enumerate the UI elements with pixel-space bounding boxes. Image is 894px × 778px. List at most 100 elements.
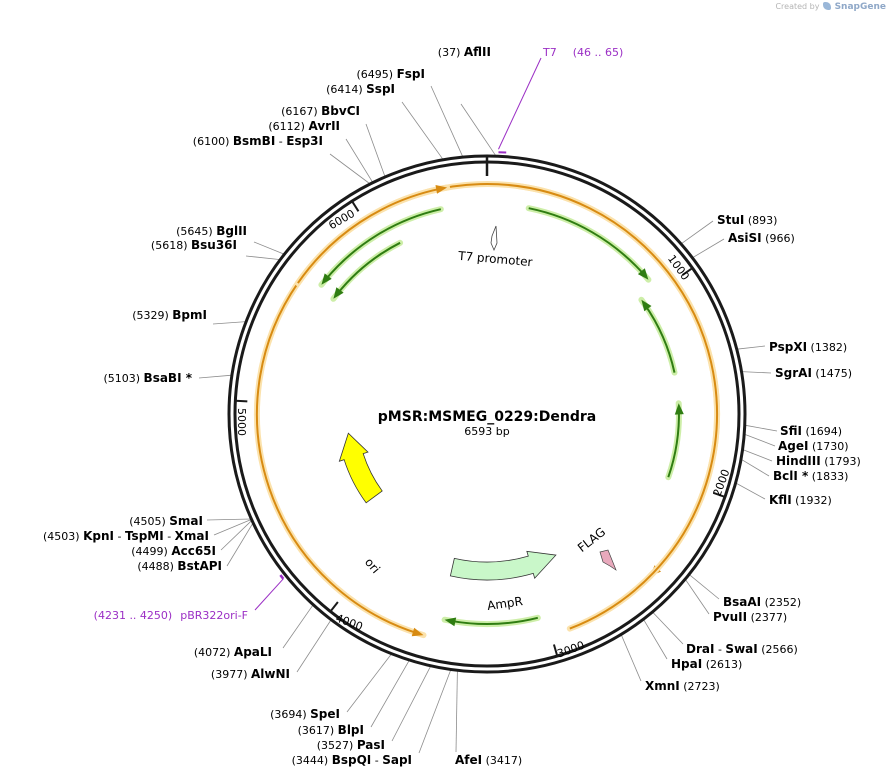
enzyme-position: (5103) [103, 372, 140, 385]
enzyme-label-bsu36i: (5618) Bsu36I [151, 238, 237, 252]
green-arrowhead-icon [333, 287, 344, 299]
enzyme-position: (2566) [761, 643, 798, 656]
bp-tick-mark [351, 200, 360, 212]
primer-name: pBR322ori-F [180, 609, 248, 622]
enzyme-leader-line [736, 345, 766, 350]
enzyme-label-bspqi: (3444) BspQI - SapI [292, 753, 412, 767]
enzyme-leader-line [226, 522, 254, 567]
primer-name: T7 [542, 46, 557, 59]
enzyme-leader-line [253, 241, 285, 255]
ampr-feature [449, 550, 557, 581]
green-arrowhead-icon [321, 273, 332, 285]
flag-label: FLAG [575, 525, 608, 555]
enzyme-leader-line [370, 659, 410, 728]
green-arrowhead-icon [444, 617, 457, 627]
enzyme-position: (4505) [129, 515, 166, 528]
enzyme-position: (5618) [151, 239, 188, 252]
enzyme-name: AsiSI [728, 231, 762, 245]
enzyme-leader-lines [198, 85, 778, 754]
enzyme-label-kfli: KflI (1932) [769, 493, 832, 507]
enzyme-position: (6495) [357, 68, 394, 81]
enzyme-position: (3417) [486, 754, 523, 767]
enzyme-name: DraI [686, 642, 714, 656]
enzyme-name: TspMI [125, 529, 164, 543]
enzyme-position: (37) [438, 46, 461, 59]
enzyme-leader-line [391, 665, 432, 742]
enzyme-position: (6167) [281, 105, 318, 118]
enzyme-name: PasI [357, 738, 385, 752]
green-arc [324, 208, 442, 281]
enzyme-label-fspi: (6495) FspI [357, 67, 425, 81]
orange-arrowhead-icon [411, 627, 424, 637]
enzyme-name: AlwNI [251, 667, 290, 681]
enzyme-name: SfiI [780, 424, 802, 438]
enzyme-name: KpnI [83, 529, 114, 543]
enzyme-leader-line [365, 123, 386, 178]
enzyme-leader-line [744, 433, 776, 447]
enzyme-name: XmaI [175, 529, 209, 543]
bp-tick-mark [713, 492, 726, 498]
t7-primer-leader [498, 57, 542, 150]
enzyme-position: (4499) [131, 545, 168, 558]
enzyme-leader-line [620, 634, 642, 682]
enzyme-position: (1694) [806, 425, 843, 438]
enzyme-leader-line [418, 669, 452, 754]
bp-tick-label: 4000 [334, 612, 365, 634]
enzyme-label-alwni: (3977) AlwNI [211, 667, 290, 681]
promoter-arrow-icon [490, 225, 498, 252]
enzyme-name: BsaAI [723, 595, 761, 609]
enzyme-label-hpai: HpaI (2613) [671, 657, 742, 671]
enzyme-label-pasi: (3527) PasI [317, 738, 385, 752]
green-arrowhead-icon [637, 268, 649, 280]
enzyme-label-blpi: (3617) BlpI [298, 723, 364, 737]
green-feature-arcs [318, 205, 684, 627]
enzyme-name: StuI [717, 213, 744, 227]
pbr322-primer-mark [279, 574, 285, 580]
enzyme-name: FspI [397, 67, 425, 81]
snapgene-credit: Created by SnapGene [775, 2, 886, 12]
enzyme-label-avrii: (6112) AvrII [268, 119, 340, 133]
enzyme-position: (1833) [812, 470, 849, 483]
enzyme-leader-line [688, 574, 720, 600]
created-by-text: Created by [775, 2, 820, 11]
enzyme-position: (1793) [824, 455, 861, 468]
enzyme-position: (4503) [43, 530, 80, 543]
enzyme-label-bsabi: (5103) BsaBI * [103, 371, 192, 385]
enzyme-position: (3444) [292, 754, 329, 767]
enzyme-leader-line [282, 604, 314, 649]
enzyme-name: PvuII [713, 610, 747, 624]
bp-tick-mark [552, 644, 559, 657]
enzyme-position: (2352) [765, 596, 802, 609]
snapgene-brand: SnapGene [834, 2, 886, 12]
enzyme-name: AflII [464, 45, 491, 59]
orange-arc-glow [514, 183, 720, 580]
enzyme-leader-line [213, 519, 252, 536]
enzyme-position: (3694) [270, 708, 307, 721]
plasmid-title-block: pMSR:MSMEG_0229:Dendra 6593 bp [378, 409, 596, 438]
enzyme-separator: - [275, 135, 286, 148]
enzyme-name: SmaI [169, 514, 203, 528]
enzyme-label-aflii: (37) AflII [438, 45, 491, 59]
enzyme-name: KflI [769, 493, 792, 507]
enzyme-leader-line [296, 619, 332, 673]
enzyme-position: (3977) [211, 668, 248, 681]
enzyme-label-spei: (3694) SpeI [270, 707, 340, 721]
enzyme-label-asisi: AsiSI (966) [728, 231, 795, 245]
enzyme-label-pspxi: PspXI (1382) [769, 340, 847, 354]
enzyme-leader-line [741, 371, 772, 374]
enzyme-position: (1382) [811, 341, 848, 354]
enzyme-name: BsaBI * [144, 371, 193, 385]
enzyme-position: (3527) [317, 739, 354, 752]
enzyme-leader-line [206, 518, 252, 521]
enzyme-label-bsmbi: (6100) BsmBI - Esp3I [193, 134, 323, 148]
enzyme-leader-line [401, 101, 444, 160]
enzyme-name: SgrAI [775, 366, 812, 380]
orange-arc [255, 183, 718, 635]
primer-position: (4231 .. 4250) [94, 609, 173, 622]
ori-feature [338, 432, 383, 504]
enzyme-position: (4072) [194, 646, 231, 659]
green-arc [450, 616, 539, 625]
enzyme-label-kpni: (4503) KpnI - TspMI - XmaI [43, 529, 209, 543]
enzyme-position: (5645) [176, 225, 213, 238]
plasmid-length: 6593 bp [464, 425, 509, 438]
